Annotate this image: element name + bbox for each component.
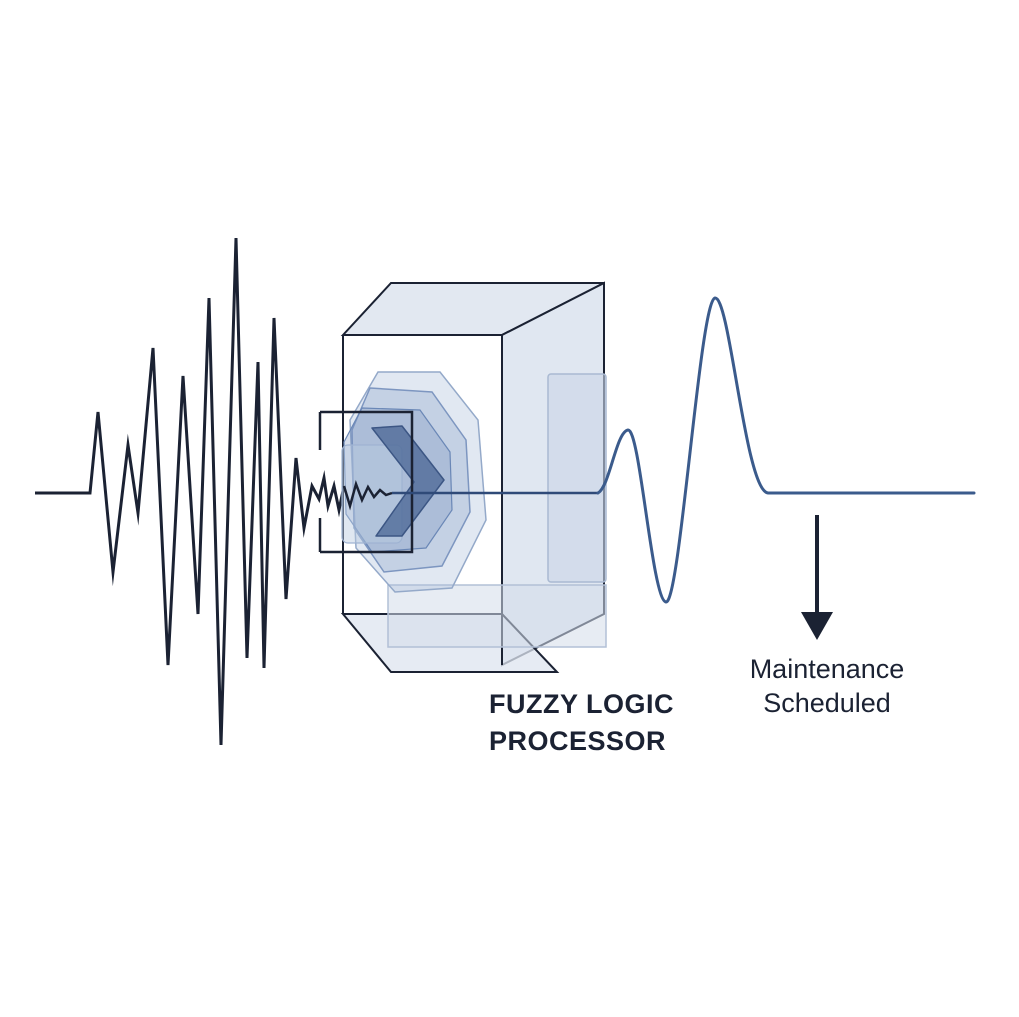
attenuated-signal [342,479,393,511]
processor-label: FUZZY LOGIC PROCESSOR [489,686,749,760]
outcome-label-line2: Scheduled [763,688,891,718]
fuzzy-core [341,371,487,593]
fuzzy-blob-inner [343,407,453,553]
processor-label-line2: PROCESSOR [489,726,667,756]
chevron-right-icon [371,425,445,537]
processor-input-bracket [318,410,414,554]
outcome-label: Maintenance Scheduled [727,652,927,720]
processor-label-line1: FUZZY LOGIC [489,689,674,719]
noisy-input-waveform [35,237,346,746]
clean-output-waveform [596,296,976,604]
arrow-down-icon [801,515,833,640]
processor-floor-panel [387,584,607,648]
processor-side-panel [547,373,607,583]
outcome-label-line1: Maintenance [749,654,905,684]
processor-box [340,281,607,673]
